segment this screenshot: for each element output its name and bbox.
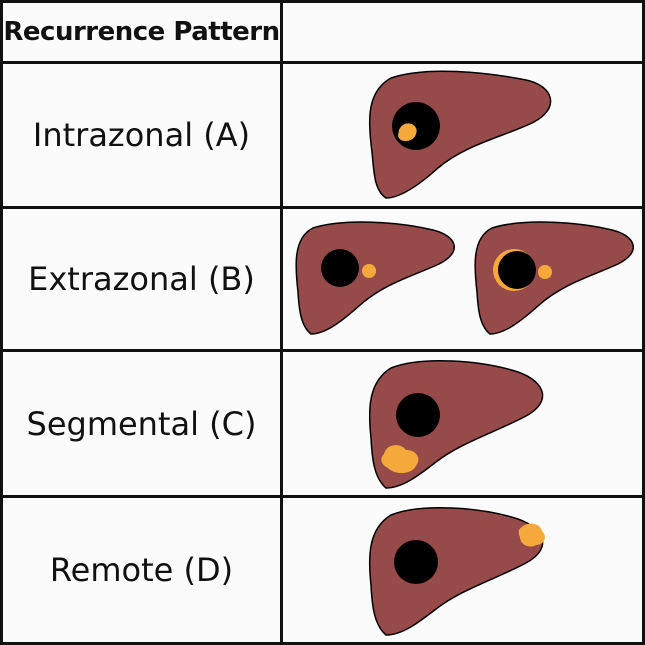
recurrence-tumor — [538, 265, 552, 279]
row-label-intrazonal: Intrazonal (A) — [32, 116, 251, 154]
header-image-column — [283, 3, 642, 61]
liver-diagram-extrazonal-1 — [295, 221, 456, 335]
recurrence-tumor — [398, 123, 417, 142]
row-label-segmental: Segmental (C) — [26, 404, 257, 443]
liver-diagram-extrazonal-2 — [474, 221, 635, 335]
liver-shape — [368, 507, 544, 636]
liver-diagram-remote — [368, 507, 545, 636]
row-label-extrazonal: Extrazonal (B) — [28, 260, 255, 298]
column-divider — [280, 0, 283, 645]
ablation-zone — [321, 249, 359, 287]
recurrence-tumor — [518, 523, 545, 547]
border-left — [0, 0, 3, 645]
border-top — [0, 0, 645, 3]
ablation-zone — [394, 540, 438, 584]
recurrence-tumor — [362, 264, 376, 278]
liver-diagram-intrazonal — [368, 70, 552, 199]
liver-diagram-segmental — [368, 360, 544, 489]
row-divider-1 — [0, 206, 645, 209]
row-divider-header — [0, 61, 645, 64]
ablation-zone — [396, 393, 440, 437]
row-label-remote: Remote (D) — [49, 551, 234, 589]
border-bottom — [0, 642, 645, 645]
row-divider-3 — [0, 495, 645, 498]
row-divider-2 — [0, 349, 645, 352]
ablation-zone — [498, 251, 536, 289]
border-right — [642, 0, 645, 645]
ablation-zone — [392, 102, 440, 150]
liver-shape — [295, 221, 456, 335]
header-title: Recurrence Pattern — [3, 17, 280, 47]
recurrence-tumor — [381, 445, 419, 474]
